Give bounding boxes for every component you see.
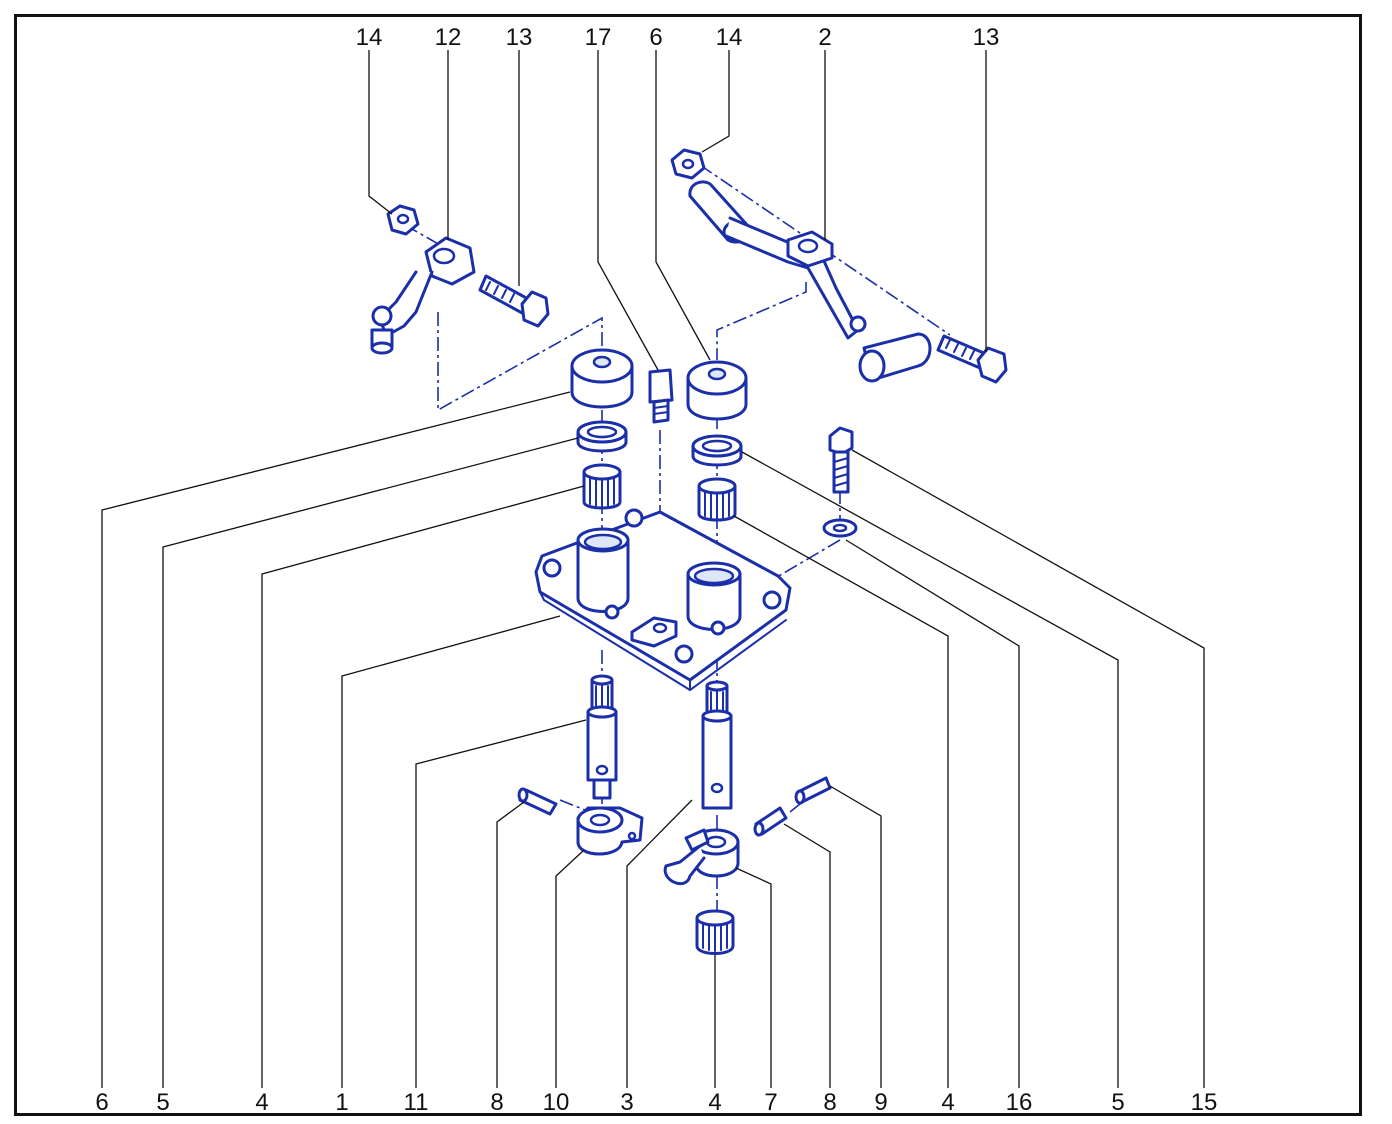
label-bottom-11: 8 (823, 1089, 836, 1116)
bottom-labels: 6 5 4 1 11 8 10 3 4 7 8 9 4 16 5 15 (95, 1089, 1217, 1116)
pin-middle (753, 806, 788, 837)
label-bottom-14: 16 (1006, 1089, 1033, 1116)
ring-right (691, 434, 743, 467)
bushing-cap-left (570, 348, 634, 409)
clamp-left (576, 806, 644, 856)
leader-lines (101, 50, 1205, 1088)
label-bottom-15: 5 (1111, 1089, 1124, 1116)
label-bottom-2: 5 (156, 1089, 169, 1116)
top-labels: 14 12 13 17 6 14 2 13 (356, 24, 1000, 51)
label-top-8: 13 (973, 24, 1000, 51)
label-bottom-8: 3 (620, 1089, 633, 1116)
label-bottom-5: 11 (404, 1089, 429, 1116)
label-top-4: 17 (585, 24, 612, 51)
bushing-cap-right (686, 360, 748, 421)
plug (648, 368, 674, 424)
nut-right (670, 148, 706, 180)
shaft-right (701, 680, 733, 810)
lever-left (370, 236, 476, 355)
lever-right (688, 180, 932, 383)
bolt-vertical (828, 426, 854, 494)
label-bottom-1: 6 (95, 1089, 108, 1116)
clamp-right (663, 828, 740, 886)
label-bottom-13: 4 (941, 1089, 954, 1116)
label-top-7: 2 (818, 24, 831, 51)
label-bottom-10: 7 (764, 1089, 777, 1116)
label-bottom-6: 8 (490, 1089, 503, 1116)
nut-left (386, 204, 420, 236)
washer (822, 518, 858, 538)
pin-right (794, 776, 832, 805)
label-bottom-12: 9 (874, 1089, 887, 1116)
label-bottom-3: 4 (255, 1089, 268, 1116)
label-bottom-7: 10 (543, 1089, 570, 1116)
label-top-5: 6 (649, 24, 662, 51)
label-top-2: 12 (435, 24, 462, 51)
bearing-lower (695, 909, 735, 955)
label-top-1: 14 (356, 24, 383, 51)
label-bottom-4: 1 (335, 1089, 348, 1116)
bearing-upper-right (697, 477, 737, 522)
bearing-upper-left (582, 463, 622, 510)
housing (534, 508, 792, 692)
bolt-right (936, 334, 1008, 384)
ring-left (576, 420, 628, 453)
pin-left (517, 787, 558, 816)
shaft-left (586, 674, 618, 800)
label-bottom-16: 15 (1191, 1089, 1218, 1116)
label-top-3: 13 (506, 24, 533, 51)
label-top-6: 14 (716, 24, 743, 51)
bolt-left (478, 274, 550, 328)
label-bottom-9: 4 (708, 1089, 721, 1116)
